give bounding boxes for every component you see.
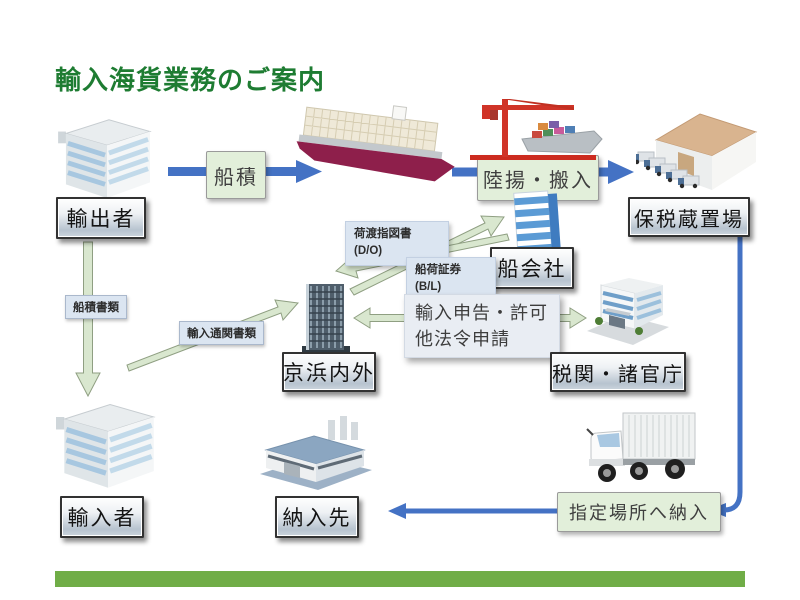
shipping-documents-label: 船積書類: [73, 302, 119, 314]
footer-bar: [55, 571, 745, 587]
shipping-company-label: 船会社: [497, 257, 567, 281]
destination-arrowhead: [388, 503, 406, 519]
bill-of-lading-name: 船荷証券: [415, 264, 461, 276]
highrise-building-icon: [298, 282, 354, 354]
landing-label: 陸揚・搬入: [483, 169, 593, 192]
importer-label: 輸入者: [67, 506, 137, 530]
import-declaration-line1: 輸入申告・許可: [415, 303, 548, 323]
node-keihin-naigai: 京浜内外: [282, 352, 376, 392]
declaration-to-keihin-arrow: [353, 307, 407, 329]
import-customs-documents-label: 輸入通関書類: [187, 328, 256, 340]
delivery-destination-label: 納入先: [282, 506, 352, 530]
gantry-crane-unloading-icon: [466, 93, 606, 165]
deliver-to-designated-place-label: 指定場所へ納入: [569, 503, 709, 523]
delivery-order-name: 荷渡指図書: [354, 228, 412, 240]
warehouse-to-delivery-line: [723, 236, 743, 513]
node-bonded-warehouse: 保税蔵置場: [628, 197, 750, 237]
exporter-label: 輸出者: [66, 207, 136, 231]
factory-icon: [258, 414, 374, 496]
loading-box: 船積: [206, 151, 266, 199]
container-ship-icon: [290, 100, 462, 202]
node-customs-offices: 税関・諸官庁: [550, 352, 686, 392]
node-exporter: 輸出者: [56, 197, 146, 239]
deliver-to-designated-place-box: 指定場所へ納入: [557, 492, 721, 532]
node-shipping-company: 船会社: [490, 247, 574, 289]
shipping-documents-tag: 船積書類: [65, 295, 127, 319]
bonded-warehouse-label: 保税蔵置場: [634, 208, 744, 231]
office-building-icon: [56, 396, 160, 490]
bill-of-lading-abbr: (B/L): [415, 281, 442, 294]
node-importer: 輸入者: [60, 496, 144, 538]
blue-tower-icon: [502, 188, 566, 262]
declaration-to-customs-arrow: [555, 307, 587, 329]
import-declaration-line2: 他法令申請: [415, 329, 510, 350]
page-title: 輸入海貨業務のご案内: [55, 65, 326, 95]
delivery-order-abbr: (D/O): [354, 245, 383, 258]
trucks: [636, 151, 700, 189]
loading-label: 船積: [214, 166, 258, 189]
shipping-documents-arrow: [75, 241, 101, 398]
customs-offices-label: 税関・諸官庁: [552, 363, 684, 386]
keihin-naigai-label: 京浜内外: [283, 361, 375, 385]
warehouse-trucks-icon: [636, 100, 762, 197]
node-delivery-destination: 納入先: [275, 496, 359, 538]
box-truck-icon: [583, 405, 703, 491]
import-customs-documents-tag: 輸入通関書類: [179, 321, 264, 345]
government-building-icon: [585, 265, 671, 351]
office-building-icon: [58, 112, 156, 200]
import-declaration-box: 輸入申告・許可 他法令申請: [404, 294, 560, 359]
